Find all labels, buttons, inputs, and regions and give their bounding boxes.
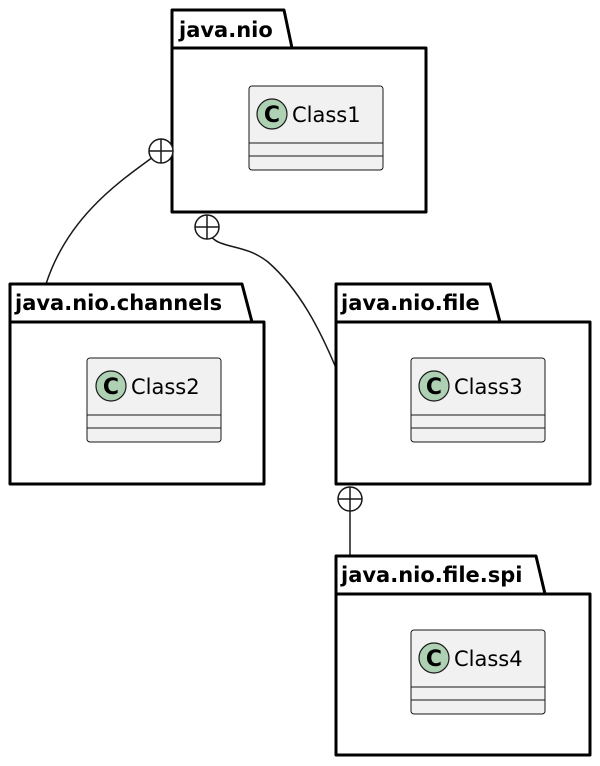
class-box[interactable]: C Class3	[410, 357, 546, 443]
class-stereotype-letter: C	[426, 375, 442, 400]
class-name: Class1	[292, 103, 361, 127]
package-java-nio[interactable]: java.nio C Class1	[170, 8, 428, 214]
package-title: java.nio.channels	[14, 291, 222, 315]
class-stereotype-letter: C	[264, 103, 280, 128]
package-java-nio-file-spi[interactable]: java.nio.file.spi C Class4	[334, 554, 592, 757]
class-stereotype-letter: C	[103, 375, 119, 400]
class-stereotype-icon	[95, 370, 127, 402]
link-java-nio-to-channels	[45, 150, 162, 285]
class-box[interactable]: C Class1	[248, 85, 384, 171]
nest-marker-java-nio-file	[194, 214, 220, 240]
package-title: java.nio.file	[340, 291, 480, 315]
class-box[interactable]: C Class4	[410, 629, 546, 715]
class-name: Class3	[454, 375, 523, 399]
class-name: Class4	[454, 647, 523, 671]
class-stereotype-icon	[418, 642, 450, 674]
class-stereotype-icon	[256, 98, 288, 130]
class-stereotype-letter: C	[426, 647, 442, 672]
class-box[interactable]: C Class2	[86, 357, 222, 443]
class-stereotype-icon	[418, 370, 450, 402]
nest-marker-java-nio-channels	[148, 138, 174, 164]
package-java-nio-channels[interactable]: java.nio.channels C Class2	[8, 282, 266, 486]
relation-links	[45, 150, 351, 556]
nest-marker-java-nio-file-spi	[337, 486, 363, 512]
package-title: java.nio	[178, 18, 273, 42]
class-name: Class2	[131, 375, 200, 399]
package-title: java.nio.file.spi	[340, 563, 522, 587]
link-java-nio-to-file	[206, 226, 337, 369]
package-java-nio-file[interactable]: java.nio.file C Class3	[334, 282, 592, 486]
